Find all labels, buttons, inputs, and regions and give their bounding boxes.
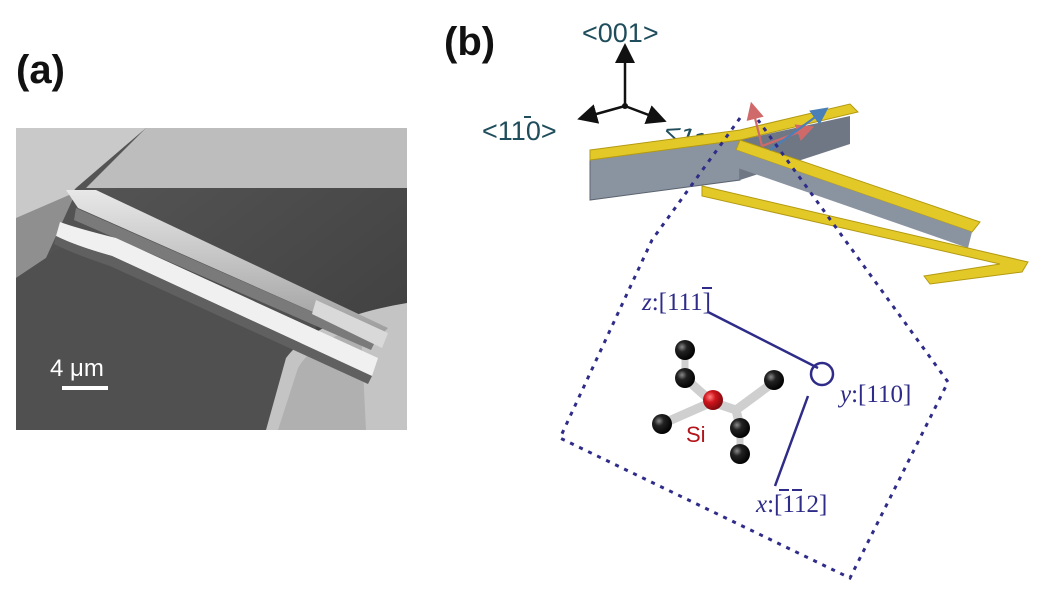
atom-black: [764, 370, 784, 390]
inset-axis-z-line: [707, 310, 819, 370]
sem-micrograph: 4 μm: [16, 128, 407, 430]
axis-arrow-110: [624, 104, 667, 125]
crystal-orientation-diagram: <001> <110> <110> z:[111]: [482, 18, 1029, 580]
si-atom-label: Si: [686, 422, 706, 447]
sem-cantilever-lower: [56, 222, 378, 376]
silicon-cantilever: [732, 150, 972, 248]
inset-dotted-frame: [558, 117, 950, 580]
sem-frame-top: [16, 128, 407, 188]
atom-black: [730, 444, 750, 464]
strain-arrow-red-1: [746, 101, 764, 147]
panel-label-b: (b): [444, 20, 496, 64]
atom-black: [675, 368, 695, 388]
direction-label-001: <001>: [582, 18, 659, 48]
inset-axis-y-circle: [809, 361, 835, 387]
strain-arrow-red-2: [761, 124, 815, 148]
scale-bar-label: 4 μm: [50, 355, 104, 382]
inset-axis-x-label: x:[112]: [755, 491, 827, 518]
atom-black: [652, 414, 672, 434]
si-atom-cluster: Si: [652, 340, 784, 464]
inset: z:[111] y:[110] x:[112]: [558, 117, 950, 580]
inset-axis-x-line: [773, 395, 810, 487]
sem-cantilever-upper: [66, 190, 388, 340]
gold-cantilever-strip: [735, 139, 981, 233]
inset-axis-y-label: y:[110]: [837, 381, 911, 408]
direction-label-1-10: <110>: [482, 116, 557, 146]
atom-black: [675, 340, 695, 360]
inset-axis-z-label: z:[111]: [641, 289, 711, 316]
scale-bar: [62, 386, 108, 390]
device-sketch: [589, 101, 1029, 285]
axis-arrow-1-10: [577, 104, 626, 124]
panel-label-a: (a): [16, 48, 65, 92]
gold-electrode-top: [589, 103, 859, 161]
sem-electrode-pad: [312, 300, 388, 348]
axis-origin: [622, 103, 628, 109]
strain-arrow-blue: [769, 107, 829, 151]
atom-black: [730, 418, 750, 438]
gold-u-electrode: [701, 185, 1029, 285]
atom-si-center: [703, 390, 723, 410]
